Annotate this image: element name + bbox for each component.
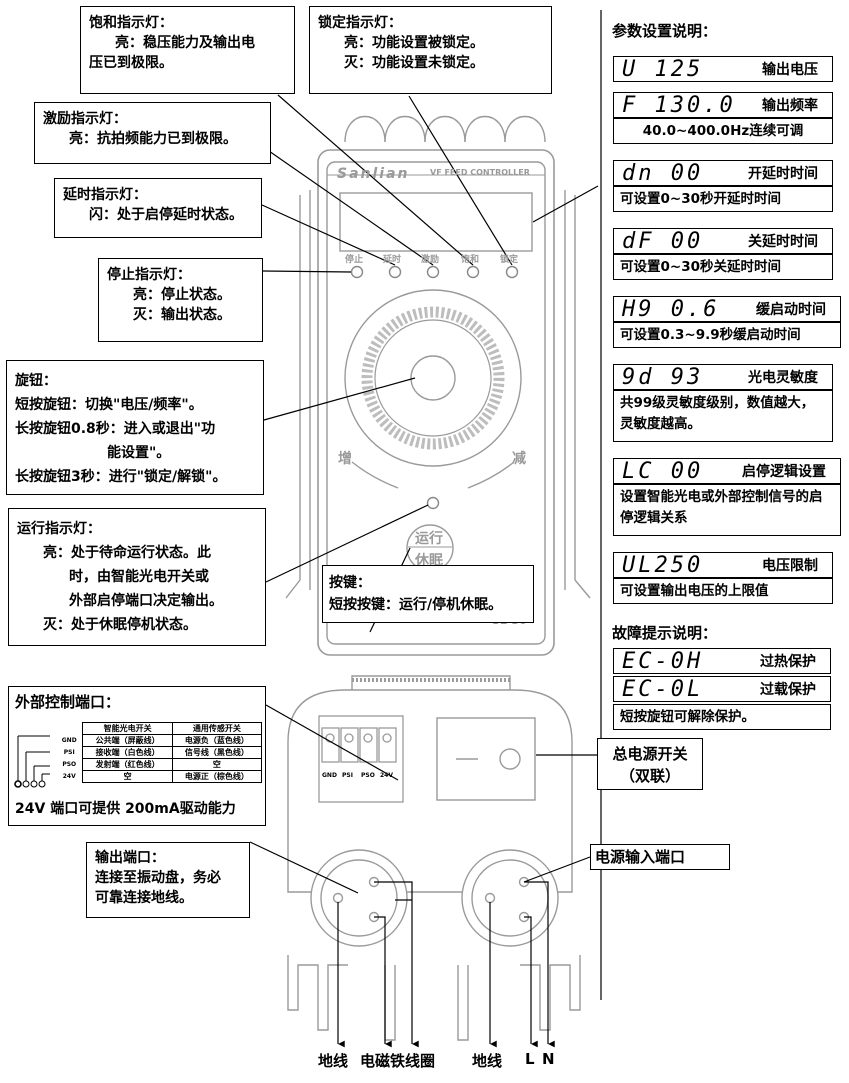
table-row: PSI 接收端（白色线） 信号线（黑色线） xyxy=(56,746,263,759)
label-ground-input: 地线 xyxy=(472,1052,503,1070)
callout-run-led: 运行指示灯： 亮：处于待命运行状态。此 时，由智能光电开关或 外部启停端口决定输… xyxy=(8,508,266,646)
param-row-off-delay: dF 00 关延时时间 xyxy=(613,228,833,254)
param-row-voltage: U 125 输出电压 xyxy=(613,56,833,82)
fault-note: 短按旋钮可解除保护。 xyxy=(613,704,831,730)
indicator-leds xyxy=(350,265,519,279)
param-note-on-delay: 可设置0~30秒开延时时间 xyxy=(613,186,833,212)
knob-graphic xyxy=(344,289,522,489)
callout-stop-led: 停止指示灯： 亮：停止状态。 灭：输出状态。 xyxy=(98,258,263,342)
label-electromagnet-coil: 电磁铁线圈 xyxy=(360,1052,436,1070)
table-header: 智能光电开关 xyxy=(82,722,173,735)
external-port-wiring-icon xyxy=(14,735,50,788)
callout-saturation-led: 饱和指示灯： 亮：稳压能力及输出电 压已到极限。 xyxy=(80,6,295,94)
param-note-voltage-limit: 可设置输出电压的上限值 xyxy=(613,578,833,604)
params-title: 参数设置说明： xyxy=(612,22,718,40)
callout-lock-led: 锁定指示灯： 亮：功能设置被锁定。 灭：功能设置未锁定。 xyxy=(309,6,552,94)
fault-title: 故障提示说明： xyxy=(612,624,718,642)
knob-minus-label: 减 xyxy=(512,451,526,467)
device-model-header: VF FEED CONTROLLER xyxy=(430,168,530,177)
param-note-sensitivity: 共99级灵敏度级别，数值越大，灵敏度越高。 xyxy=(613,390,833,442)
external-port-table: 智能光电开关 通用传感开关 GND 公共端（屏蔽线） 电源负（蓝色线） PSI … xyxy=(56,722,263,783)
fault-row-overload: EC-0L 过载保护 xyxy=(613,676,831,702)
terminal-block xyxy=(318,715,404,803)
indicator-label-lock: 锁定 xyxy=(500,255,519,265)
param-note-off-delay: 可设置0~30秒关延时时间 xyxy=(613,254,833,280)
heatsink-fins-top xyxy=(344,116,546,143)
table-row: GND 公共端（屏蔽线） 电源负（蓝色线） xyxy=(56,734,263,747)
callout-power-switch: 总电源开关 （双联） xyxy=(597,738,703,790)
terminal-label-gnd: GND xyxy=(322,772,337,779)
param-note-frequency: 40.0~400.0Hz连续可调 xyxy=(613,118,833,144)
callout-knob: 旋钮： 短按旋钮：切换"电压/频率"。 长按旋钮0.8秒：进入或退出"功 能设置… xyxy=(6,360,264,495)
run-led xyxy=(426,496,440,510)
table-row: 24V 空 电源正（棕色线） xyxy=(56,770,263,783)
run-button-label-top[interactable]: 运行 xyxy=(415,531,443,547)
heatsink-fins-bottom xyxy=(287,955,581,1041)
power-switch-graphic xyxy=(436,717,536,801)
heatsink-fins-side xyxy=(285,190,591,599)
wire-arrows xyxy=(337,881,555,1048)
knob-plus-label: 增 xyxy=(338,451,352,467)
fault-row-overheat: EC-0H 过热保护 xyxy=(613,648,831,674)
param-note-soft-start: 可设置0.3~9.9秒缓启动时间 xyxy=(613,322,841,348)
output-connector-graphic xyxy=(310,849,408,947)
indicator-label-excite: 激励 xyxy=(421,255,440,265)
label-ground-output: 地线 xyxy=(318,1052,349,1070)
callout-output-port: 输出端口： 连接至振动盘，务必 可靠连接地线。 xyxy=(86,842,250,918)
callout-key: 按键： 短按按键：运行/停机休眠。 xyxy=(322,565,534,623)
terminal-label-psi: PSI xyxy=(342,772,353,779)
param-row-on-delay: dn 00 开延时时间 xyxy=(613,160,833,186)
callout-excite-led: 激励指示灯： 亮：抗拍频能力已到极限。 xyxy=(34,102,271,164)
cable-gland-top xyxy=(351,675,511,690)
param-row-logic: LC 00 启停逻辑设置 xyxy=(613,458,841,484)
label-live: L xyxy=(525,1050,535,1068)
param-row-soft-start: H9 0.6 缓启动时间 xyxy=(613,296,841,322)
label-neutral: N xyxy=(542,1050,555,1068)
display-window xyxy=(339,192,533,252)
indicator-label-saturation: 饱和 xyxy=(461,255,480,265)
table-row: PSO 发射端（红色线） 空 xyxy=(56,758,263,771)
param-row-voltage-limit: UL250 电压限制 xyxy=(613,552,833,578)
indicator-label-delay: 延时 xyxy=(383,255,402,265)
table-header: 通用传感开关 xyxy=(171,722,263,735)
terminal-label-pso: PSO xyxy=(361,772,375,779)
callout-delay-led: 延时指示灯： 闪：处于启停延时状态。 xyxy=(54,178,262,238)
table-corner xyxy=(56,723,83,735)
param-row-sensitivity: 9d 93 光电灵敏度 xyxy=(613,364,833,390)
terminal-label-24v: 24V xyxy=(380,772,393,779)
input-connector-graphic xyxy=(461,849,559,947)
param-note-logic: 设置智能光电或外部控制信号的启停逻辑关系 xyxy=(613,484,841,536)
brand-logo: Sanlian xyxy=(337,166,410,182)
param-row-frequency: F 130.0 输出频率 xyxy=(613,92,833,118)
indicator-label-stop: 停止 xyxy=(345,255,364,265)
callout-power-input: 电源输入端口 xyxy=(590,844,730,870)
